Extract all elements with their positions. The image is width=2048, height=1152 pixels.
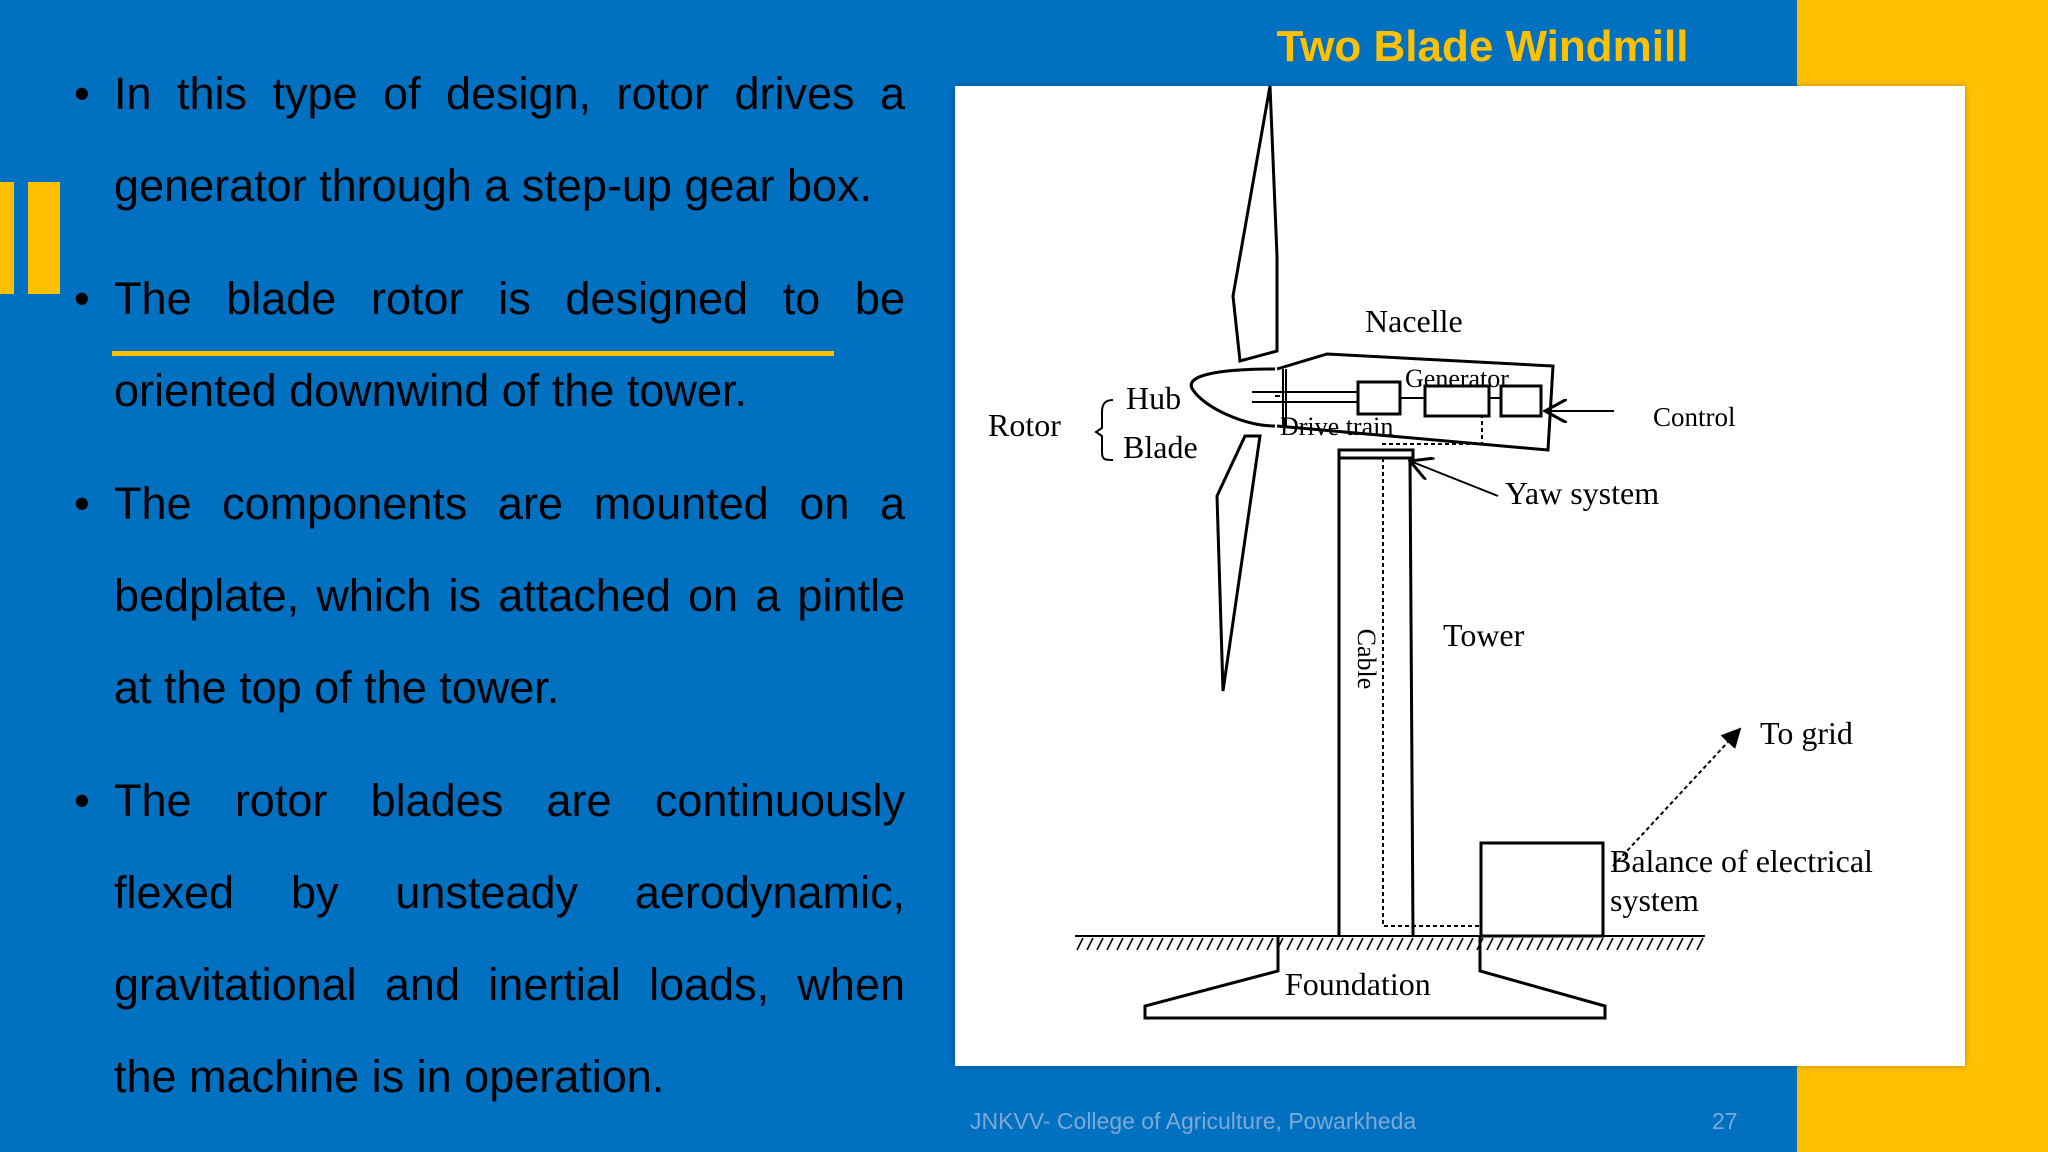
slide-title: Two Blade Windmill [1276, 22, 1689, 71]
label-yaw-system: Yaw system [1505, 475, 1659, 511]
text-underline [112, 351, 834, 356]
label-cable: Cable [1352, 629, 1381, 690]
bullet-item: • The components are mounted on a bedplat… [70, 458, 905, 734]
upper-blade [1231, 86, 1279, 363]
lower-blade [1215, 434, 1262, 692]
windmill-diagram: Nacelle Generator Control Rotor Hub Blad… [988, 86, 1873, 1020]
label-drive-train: Drive train [1280, 412, 1393, 441]
ground-hatching [1075, 938, 1705, 950]
footer-text: JNKVV- College of Agriculture, Powarkhed… [970, 1108, 1417, 1134]
rotor-bracket [1094, 399, 1114, 461]
label-generator: Generator [1405, 364, 1509, 393]
bullet-marker: • [74, 478, 90, 529]
control-box [1499, 384, 1543, 418]
hub [1189, 367, 1276, 428]
label-to-grid: To grid [1760, 715, 1853, 751]
label-blade: Blade [1123, 429, 1198, 465]
bullet-text: In this type of design, rotor drives a g… [114, 68, 905, 211]
bullet-text: The components are mounted on a bedplate… [114, 478, 905, 713]
left-decoration-bar [0, 182, 14, 294]
label-balance-line2: system [1610, 882, 1699, 918]
diagram-panel: Nacelle Generator Control Rotor Hub Blad… [955, 86, 1965, 1066]
bullet-item: • In this type of design, rotor drives a … [70, 48, 905, 232]
bullet-text: The blade rotor is designed to be orient… [114, 273, 905, 416]
bullet-item: • The rotor blades are continuously flexe… [70, 755, 905, 1123]
tower-top-cap [1337, 448, 1415, 460]
nacelle-body [1276, 352, 1555, 452]
bullet-marker: • [74, 775, 90, 826]
page-number: 27 [1712, 1108, 1738, 1134]
label-rotor: Rotor [988, 407, 1061, 443]
generator-box [1423, 384, 1491, 418]
label-tower: Tower [1443, 617, 1525, 653]
label-foundation: Foundation [1285, 966, 1431, 1002]
left-decoration-bar [28, 182, 60, 294]
label-balance-line1: Balance of electrical [1610, 843, 1873, 879]
label-control: Control [1653, 402, 1736, 432]
bullet-item: • The blade rotor is designed to be orien… [70, 253, 905, 437]
bullet-marker: • [74, 68, 90, 119]
label-nacelle: Nacelle [1365, 303, 1463, 339]
cable-path [1382, 458, 1481, 927]
label-hub: Hub [1126, 380, 1181, 416]
bullet-text: The rotor blades are continuously flexed… [114, 775, 905, 1102]
bullet-marker: • [74, 273, 90, 324]
electrical-box [1479, 841, 1605, 938]
bullet-list: • In this type of design, rotor drives a … [70, 48, 905, 1144]
gearbox-box [1356, 380, 1402, 416]
foundation-outline [1143, 936, 1607, 1020]
